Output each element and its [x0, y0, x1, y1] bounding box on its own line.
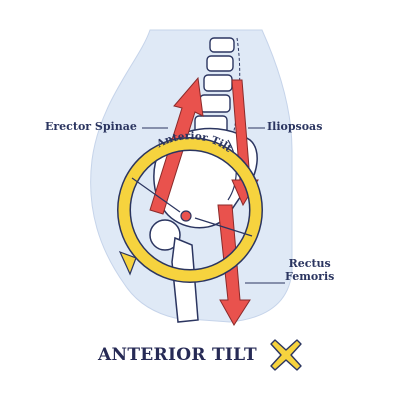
anterior-tilt-ring-fill	[118, 138, 262, 282]
title-row: ANTERIOR TILT	[98, 338, 303, 372]
ring-spoke-left	[131, 177, 181, 213]
erector-spinae-label: Erector Spinae	[45, 120, 137, 133]
ring-arrow-head	[118, 250, 137, 276]
iliopsoas-label: Iliopsoas	[267, 120, 323, 133]
rectus-femoris-label: Rectus Femoris	[285, 257, 334, 283]
hip-joint-marker	[180, 210, 192, 222]
rectus-femoris-label-line2: Femoris	[285, 270, 335, 283]
page-title: ANTERIOR TILT	[98, 345, 257, 365]
x-mark-icon	[270, 339, 302, 371]
rectus-femoris-label-line1: Rectus	[288, 257, 331, 270]
ring-spoke-right	[194, 217, 253, 237]
